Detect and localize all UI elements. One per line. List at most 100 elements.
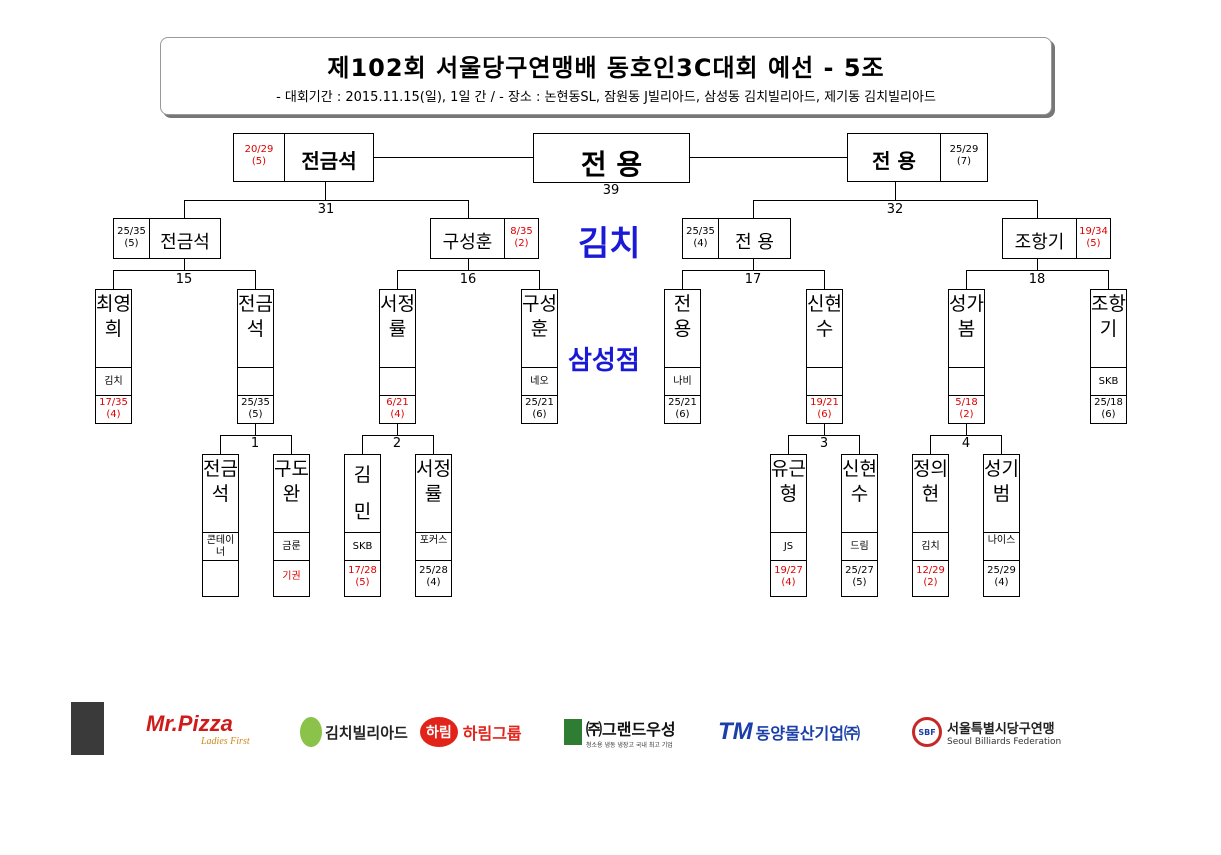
player-innings: (6)	[532, 409, 547, 420]
player-innings: (4)	[426, 577, 441, 588]
page-subtitle: - 대회기간 : 2015.11.15(일), 1일 간 / - 장소 : 논현…	[276, 90, 936, 105]
r16-player-8: 조항기 SKB 25/18 (6)	[1090, 289, 1127, 424]
player-name: 신현수	[842, 458, 877, 505]
quarter-innings: (2)	[514, 238, 529, 249]
r16-player-4: 구성훈 네오 25/21 (6)	[521, 289, 558, 424]
match-number-15: 15	[175, 272, 193, 287]
player-score: 17/35	[99, 397, 128, 408]
player-innings: (4)	[781, 577, 796, 588]
final-winner-box: 전 용	[533, 133, 690, 183]
player-name: 성기범	[984, 458, 1019, 505]
quarter-name: 전금석	[160, 232, 210, 253]
player-club: 금룬	[274, 532, 309, 561]
player-innings: (6)	[817, 409, 832, 420]
player-club	[380, 367, 415, 396]
sponsor-sbf-name: 서울특별시당구연맹	[947, 721, 1055, 737]
match-number-4: 4	[961, 436, 971, 451]
player-club	[238, 367, 273, 396]
player-club: 콘테이너	[203, 532, 238, 561]
player-name: 구성훈	[522, 293, 557, 340]
final-left-score: 20/29	[244, 144, 274, 155]
quarter-score: 25/35	[117, 226, 146, 237]
r16-player-5: 전 용 나비 25/21 (6)	[664, 289, 701, 424]
match-number-final: 39	[602, 183, 620, 198]
player-name: 유근형	[771, 458, 806, 505]
sponsor-sbf-logo: SBF 서울특별시당구연맹 Seoul Billiards Federation	[912, 712, 1082, 752]
player-innings: (2)	[923, 577, 938, 588]
player-name: 최영희	[96, 293, 131, 340]
quarter-box-3: 25/35 (4) 전 용	[682, 218, 791, 259]
sponsor-harim-name: 하림그룹	[462, 724, 522, 743]
quarter-name: 전 용	[735, 232, 774, 253]
player-club: 나이스	[984, 532, 1019, 561]
player-score: 기권	[282, 571, 301, 582]
player-innings: (6)	[1101, 409, 1116, 420]
player-score: 6/21	[386, 397, 409, 408]
sponsor-mrpizza-tagline: Ladies First	[201, 736, 250, 747]
final-left-box: 20/29 (5) 전금석	[233, 133, 374, 182]
sponsor-grandwoosung-tagline: 청소용 냉동 냉장고 국내 최고 기업	[586, 741, 673, 749]
player-name: 전금석	[238, 293, 273, 340]
match-number-3: 3	[819, 436, 829, 451]
title-box: 제102회 서울당구연맹배 동호인3C대회 예선 - 5조 - 대회기간 : 2…	[160, 37, 1052, 115]
sponsor-kimchi-name: 김치빌리아드	[325, 723, 408, 742]
venue-label-mid: 삼성점	[568, 346, 640, 376]
sponsor-sbf-english: Seoul Billiards Federation	[947, 736, 1062, 747]
player-club: SKB	[1091, 367, 1126, 396]
final-left-innings: (5)	[251, 156, 267, 167]
final-right-box: 전 용 25/29 (7)	[847, 133, 988, 182]
sponsor-tongyang-logo: TM 동양물산기업㈜	[718, 712, 908, 752]
match-number-17: 17	[744, 272, 762, 287]
player-name: 정의현	[913, 458, 948, 505]
player-name: 서정률	[380, 293, 415, 340]
player-score: 25/29	[987, 565, 1016, 576]
player-club: 김치	[913, 532, 948, 561]
final-right-name: 전 용	[872, 149, 916, 173]
quarter-name: 구성훈	[442, 232, 493, 253]
player-score: 25/18	[1094, 397, 1123, 408]
sbf-emblem-icon: SBF	[912, 717, 942, 747]
player-club	[949, 367, 984, 396]
player-innings: (4)	[994, 577, 1009, 588]
player-score: 25/21	[668, 397, 697, 408]
player-innings: (4)	[106, 409, 121, 420]
r16-player-6: 신현수 19/21 (6)	[806, 289, 843, 424]
player-club	[807, 367, 842, 396]
player-score: 12/29	[916, 565, 945, 576]
kimchi-mascot-icon	[300, 717, 322, 747]
quarter-box-2: 구성훈 8/35 (2)	[430, 218, 539, 259]
r32-player-8: 성기범 나이스 25/29 (4)	[983, 454, 1020, 597]
player-score: 25/27	[845, 565, 874, 576]
r32-player-1: 전금석 콘테이너	[202, 454, 239, 597]
r32-player-4: 서정률 포커스 25/28 (4)	[415, 454, 452, 597]
venue-label-top: 김치	[578, 224, 641, 264]
sponsor-mrpizza-logo: Mr.Pizza Ladies First	[146, 712, 281, 752]
r32-player-7: 정의현 김치 12/29 (2)	[912, 454, 949, 597]
quarter-box-4: 조항기 19/34 (5)	[1002, 218, 1111, 259]
r32-player-5: 유근형 JS 19/27 (4)	[770, 454, 807, 597]
player-name: 구도완	[274, 458, 309, 505]
player-score: 25/28	[419, 565, 448, 576]
r16-player-2: 전금석 25/35 (5)	[237, 289, 274, 424]
match-number-16: 16	[459, 272, 477, 287]
match-number-32: 32	[886, 202, 904, 217]
quarter-name: 조항기	[1014, 232, 1065, 253]
grandwoosung-leaf-icon	[564, 719, 582, 745]
final-right-score: 25/29	[949, 144, 979, 155]
quarter-score: 25/35	[686, 226, 715, 237]
player-name: 성가봄	[949, 293, 984, 340]
final-right-innings: (7)	[956, 156, 972, 167]
player-innings: (2)	[959, 409, 974, 420]
player-innings: (5)	[248, 409, 263, 420]
player-name: 서정률	[416, 458, 451, 505]
player-club: 김치	[96, 367, 131, 396]
player-name: 전금석	[203, 458, 238, 505]
final-left-name: 전금석	[301, 149, 357, 173]
match-number-31: 31	[317, 202, 335, 217]
player-name: 조항기	[1091, 293, 1126, 340]
player-club: 나비	[665, 367, 700, 396]
sponsor-mrpizza-name: Mr.Pizza	[146, 711, 233, 736]
player-innings: (5)	[355, 577, 370, 588]
player-innings: (4)	[390, 409, 405, 420]
quarter-score: 8/35	[510, 226, 533, 237]
